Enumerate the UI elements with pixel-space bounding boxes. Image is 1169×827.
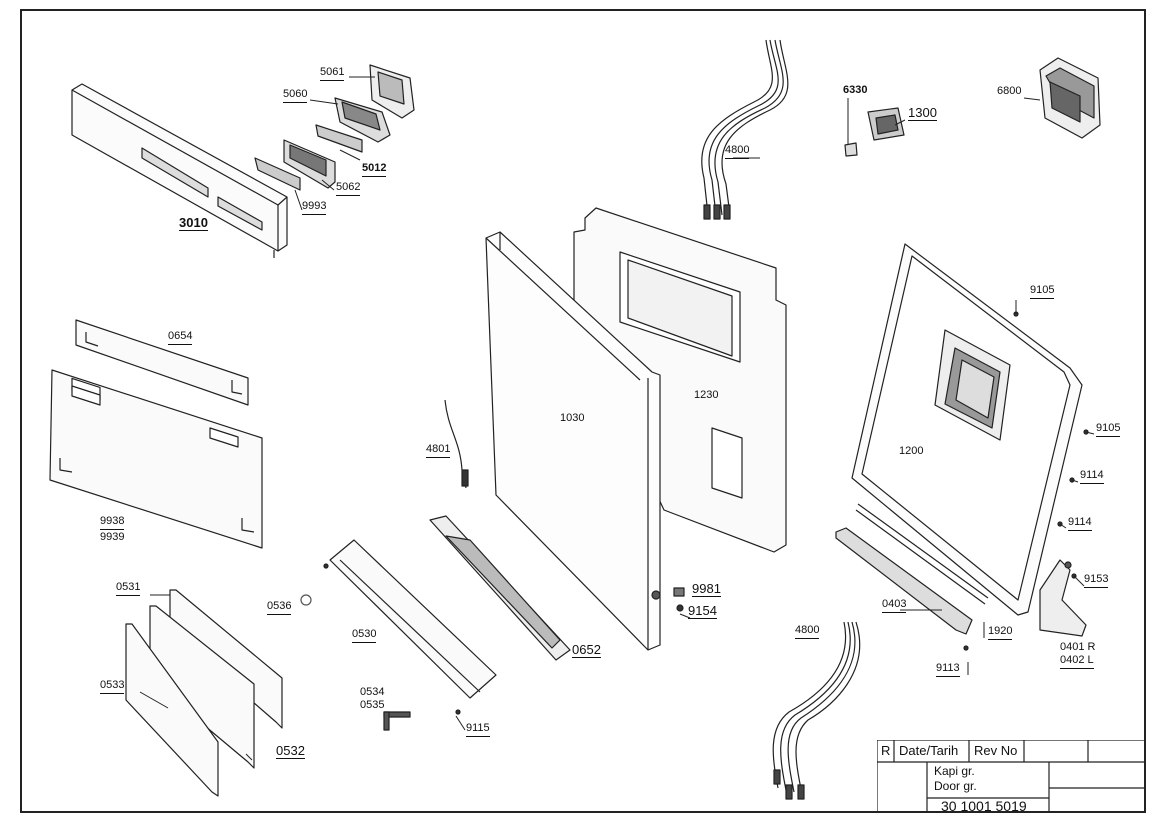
part-label-4800-top: 4800 — [725, 144, 750, 159]
part-label-9105-b: 9105 — [1096, 422, 1121, 437]
title-block-name-tr: Kapi gr. — [934, 764, 975, 778]
part-label-0532: 0532 — [276, 743, 305, 759]
drawing-frame — [20, 9, 1146, 813]
part-label-0534: 0534 — [360, 686, 385, 698]
part-label-0536: 0536 — [267, 600, 292, 615]
inner-door-panel-part — [573, 207, 787, 553]
hinge-part — [1039, 559, 1087, 637]
title-block-grid — [877, 740, 1146, 813]
cable-4801 — [444, 399, 469, 489]
part-label-9154: 9154 — [688, 603, 717, 619]
part-label-9993: 9993 — [302, 200, 327, 215]
cable-harness-top — [701, 39, 789, 220]
inner-tub-door-part — [851, 243, 1083, 616]
part-label-5012: 5012 — [362, 162, 387, 177]
part-label-9115: 9115 — [466, 722, 490, 737]
part-label-9153: 9153 — [1084, 573, 1109, 588]
part-label-9939: 9939 — [100, 531, 125, 543]
part-label-1300: 1300 — [908, 105, 937, 121]
title-block-drawing-number: 30 1001 5019 — [941, 798, 1027, 814]
title-block-name-en: Door gr. — [934, 779, 977, 793]
fasteners — [300, 311, 1089, 731]
part-label-9113: 9113 — [936, 662, 960, 677]
cable-harness-bottom — [772, 621, 861, 800]
part-label-0403: 0403 — [882, 598, 907, 613]
part-label-6800: 6800 — [997, 85, 1022, 97]
insulation-strip-part — [75, 319, 249, 406]
part-label-9105-a: 9105 — [1030, 284, 1055, 299]
part-label-9114-a: 9114 — [1080, 469, 1104, 484]
insulation-panel-part — [49, 369, 263, 549]
part-label-4801: 4801 — [426, 443, 451, 458]
part-label-0401: 0401 R — [1060, 641, 1096, 653]
part-label-5060: 5060 — [283, 88, 308, 103]
kick-plates-part — [125, 589, 283, 797]
title-block-date: Date/Tarih — [899, 743, 959, 758]
part-label-0654: 0654 — [168, 330, 193, 345]
part-label-1920: 1920 — [988, 625, 1013, 640]
outer-door-part — [485, 231, 661, 651]
part-label-4800-bottom: 4800 — [795, 624, 820, 639]
leader-lines — [139, 76, 1095, 761]
door-lock-part — [844, 107, 905, 157]
part-label-0530: 0530 — [352, 628, 377, 643]
support-bracket-part — [329, 539, 497, 699]
part-label-1200: 1200 — [899, 445, 924, 457]
part-label-5062: 5062 — [336, 181, 361, 196]
title-block: R Date/Tarih Rev No Kapi gr. Door gr. 30… — [877, 740, 1146, 814]
part-label-1030: 1030 — [560, 412, 585, 424]
part-label-0531: 0531 — [116, 581, 141, 596]
part-label-0535: 0535 — [360, 699, 385, 711]
part-label-9981: 9981 — [692, 581, 721, 597]
hinge-rail-part — [835, 503, 989, 635]
title-block-r: R — [881, 743, 891, 758]
detergent-dispenser-part — [1039, 57, 1101, 139]
part-label-0652: 0652 — [572, 642, 601, 658]
control-panel-part — [71, 83, 288, 258]
door-handle-part — [429, 515, 571, 661]
part-label-9938: 9938 — [100, 515, 125, 530]
electronic-modules — [254, 64, 415, 191]
part-label-0533: 0533 — [100, 679, 125, 694]
part-label-9114-b: 9114 — [1068, 516, 1092, 531]
part-label-6330: 6330 — [843, 84, 868, 96]
part-label-3010: 3010 — [179, 215, 208, 231]
part-label-0402: 0402 L — [1060, 654, 1094, 669]
part-label-1230: 1230 — [694, 389, 719, 401]
part-label-5061: 5061 — [320, 66, 345, 81]
title-block-rev: Rev No — [974, 743, 1018, 758]
